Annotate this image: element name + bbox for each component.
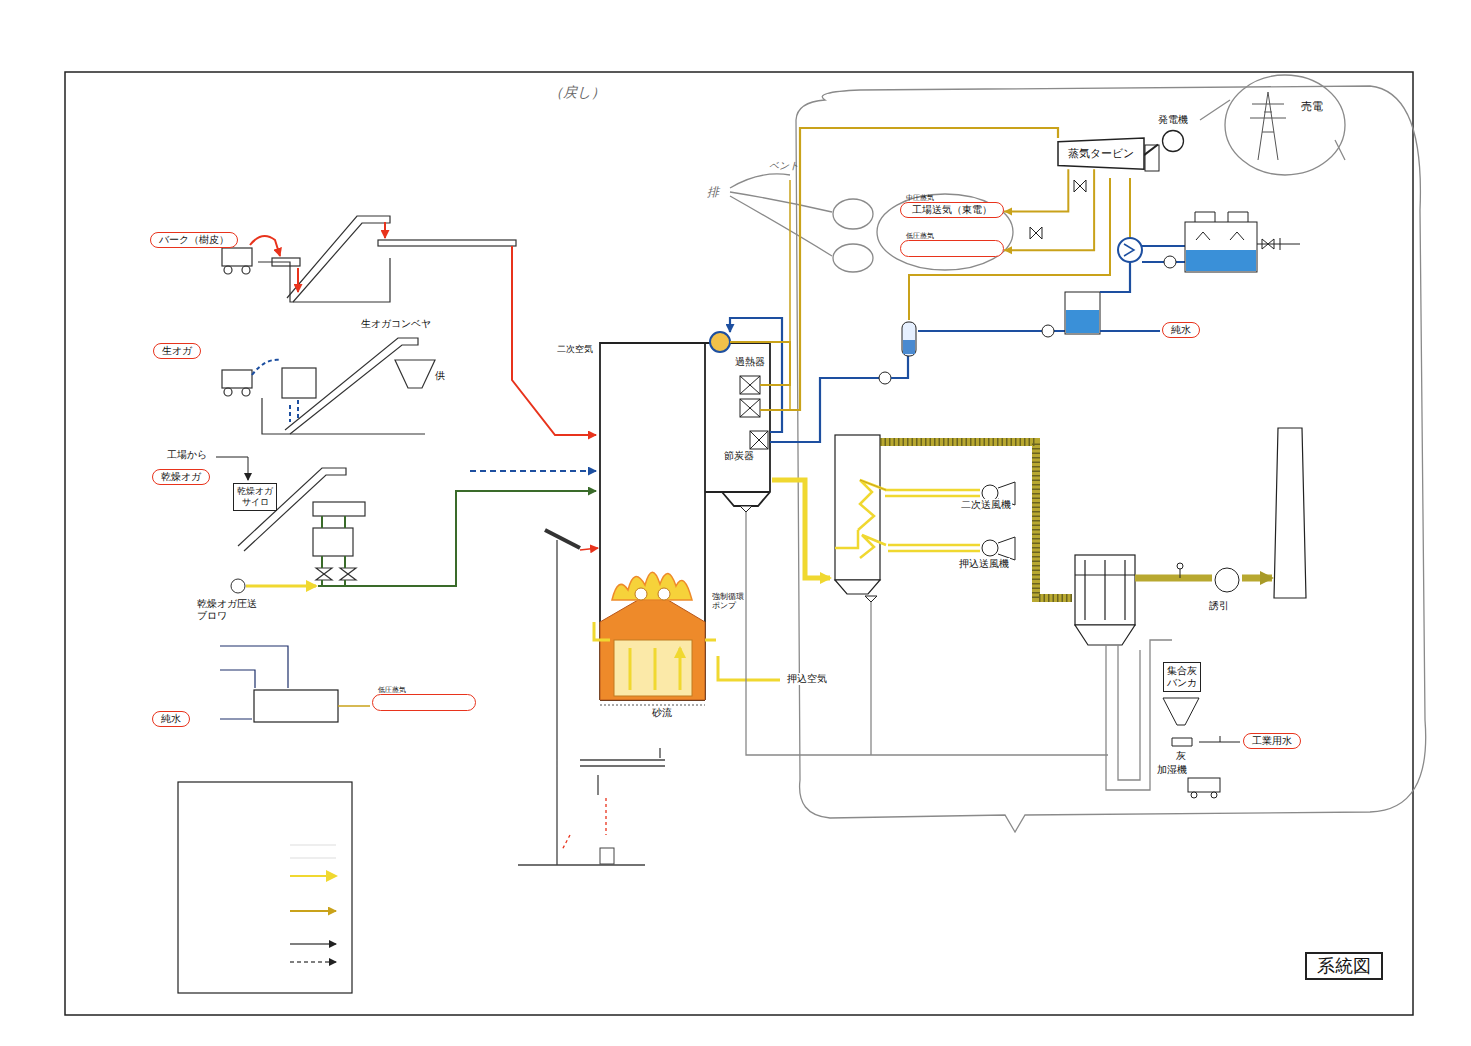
arrow-head [1004, 246, 1012, 254]
part-label: 工場から [166, 449, 208, 461]
node-text: 純水 [1171, 324, 1191, 336]
arrow-head [1004, 208, 1012, 216]
feed-label: 生オガ [153, 343, 201, 359]
header-text: 中圧蒸気 [900, 194, 1004, 202]
handwritten-note: ベント [768, 160, 800, 172]
label-pill: 純水 [1162, 322, 1200, 338]
node-text: 生オガ [162, 345, 192, 357]
label-box: 乾燥オガサイロ [233, 483, 277, 511]
part-label: 二次空気 [556, 344, 594, 354]
silo-box: 乾燥オガサイロ [233, 483, 277, 511]
steam-outlet: 低圧蒸気 [900, 232, 1004, 257]
part-label: 過熱器 [734, 356, 766, 368]
outlet-pill [900, 240, 1004, 257]
pipe-connector [1144, 144, 1158, 155]
water-label: 純水 [152, 711, 190, 727]
part-label: 生オガコンベヤ [360, 318, 432, 330]
header-text: 低圧蒸気 [372, 686, 476, 694]
part-label: 売電 [1300, 101, 1324, 114]
outlet-pill [372, 694, 476, 711]
label-box: 集合灰バンカ [1163, 662, 1201, 692]
node-text: 集合灰バンカ [1167, 665, 1197, 689]
pipe-line [1144, 144, 1158, 155]
generator: 発電機 [1158, 114, 1188, 153]
node-text: 工業用水 [1252, 735, 1292, 747]
part-label: 灰 [1175, 750, 1187, 762]
node-text: 系統図 [1317, 955, 1371, 977]
part-label: 強制循環ポンプ [711, 592, 745, 610]
generator-symbol [1161, 129, 1185, 153]
part-label: 加湿機 [1156, 764, 1188, 776]
node-text: 乾燥オガ [161, 471, 201, 483]
node-text: 純水 [161, 713, 181, 725]
part-label: 誘引 [1208, 600, 1230, 612]
part-label: 押込送風機 [958, 558, 1010, 570]
outlet-pill: 工場送気（東電） [900, 202, 1004, 218]
ash-bunker: 集合灰バンカ [1163, 662, 1201, 692]
label-pill: 生オガ [153, 343, 201, 359]
node-text: 乾燥オガサイロ [237, 486, 273, 508]
steam-outlet: 中圧蒸気工場送気（東電） [900, 194, 1004, 218]
feed-label: バーク（樹皮） [150, 232, 238, 248]
part-label: 乾燥オガ圧送ブロワ [196, 598, 258, 621]
header-text: 低圧蒸気 [900, 232, 1004, 240]
label-box: 系統図 [1305, 952, 1383, 980]
handwritten-note: （戻し） [548, 84, 606, 100]
pipe-line [1004, 169, 1068, 211]
title-box: 系統図 [1305, 952, 1383, 980]
feed-label: 乾燥オガ [152, 469, 210, 485]
handwritten-note: 排 [706, 186, 720, 200]
pipe-connector [1004, 169, 1068, 215]
label-pill: 乾燥オガ [152, 469, 210, 485]
node-text: バーク（樹皮） [159, 234, 229, 246]
part-label: 二次送風機 [960, 499, 1012, 511]
turbine-text: 蒸気タービン [1068, 147, 1134, 160]
part-label: 押込空気 [786, 673, 828, 685]
outlet-text: 工場送気（東電） [909, 204, 995, 216]
pipe-line [1004, 169, 1094, 250]
water-label: 純水 [1162, 322, 1200, 338]
steam-outlet: 低圧蒸気 [372, 686, 476, 711]
label-pill: 純水 [152, 711, 190, 727]
part-label: 供 [434, 370, 446, 382]
part-label: 節炭器 [723, 450, 755, 462]
pipe-connector [1004, 169, 1094, 254]
generator-text: 発電機 [1158, 114, 1188, 126]
turbine-box: 蒸気タービン [1058, 138, 1144, 169]
label-pill: バーク（樹皮） [150, 232, 238, 248]
part-label: 砂流 [651, 707, 673, 719]
label-pill: 工業用水 [1243, 733, 1301, 749]
water-label: 工業用水 [1243, 733, 1301, 749]
